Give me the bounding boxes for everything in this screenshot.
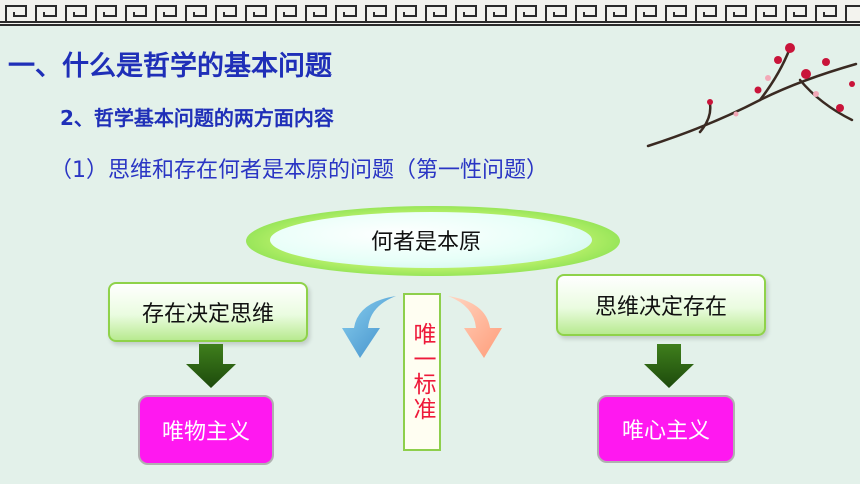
down-arrow-right-icon: [644, 344, 694, 388]
idealism-label: 唯心主义: [621, 419, 710, 444]
center-label: 何者是本原: [370, 230, 481, 255]
slide-subtitle: 2、哲学基本问题的两方面内容: [60, 106, 334, 130]
idealism-box: 唯心主义: [597, 395, 735, 463]
center-ellipse-label-area: 何者是本原: [270, 212, 592, 268]
plum-blossom-branch-icon: [646, 43, 858, 148]
left-box-matter-determines-thought: 存在决定思维: [108, 282, 308, 342]
curved-arrow-left-icon: [342, 296, 396, 358]
materialism-box: 唯物主义: [138, 395, 274, 465]
sole-criterion-box: 唯一标准: [403, 293, 441, 451]
curved-arrow-right-icon: [448, 296, 502, 358]
sole-criterion-label: 唯一标准: [409, 322, 435, 422]
slide-point: （1）思维和存在何者是本原的问题（第一性问题）: [50, 158, 548, 183]
fret-pattern-icon: [0, 5, 860, 23]
down-arrow-left-icon: [186, 344, 236, 388]
right-box-label: 思维决定存在: [594, 295, 727, 320]
right-box-thought-determines-matter: 思维决定存在: [556, 274, 766, 336]
slide-title: 一、什么是哲学的基本问题: [8, 51, 332, 82]
decorative-top-border: [0, 0, 860, 26]
materialism-label: 唯物主义: [161, 420, 250, 445]
left-box-label: 存在决定思维: [141, 302, 274, 327]
